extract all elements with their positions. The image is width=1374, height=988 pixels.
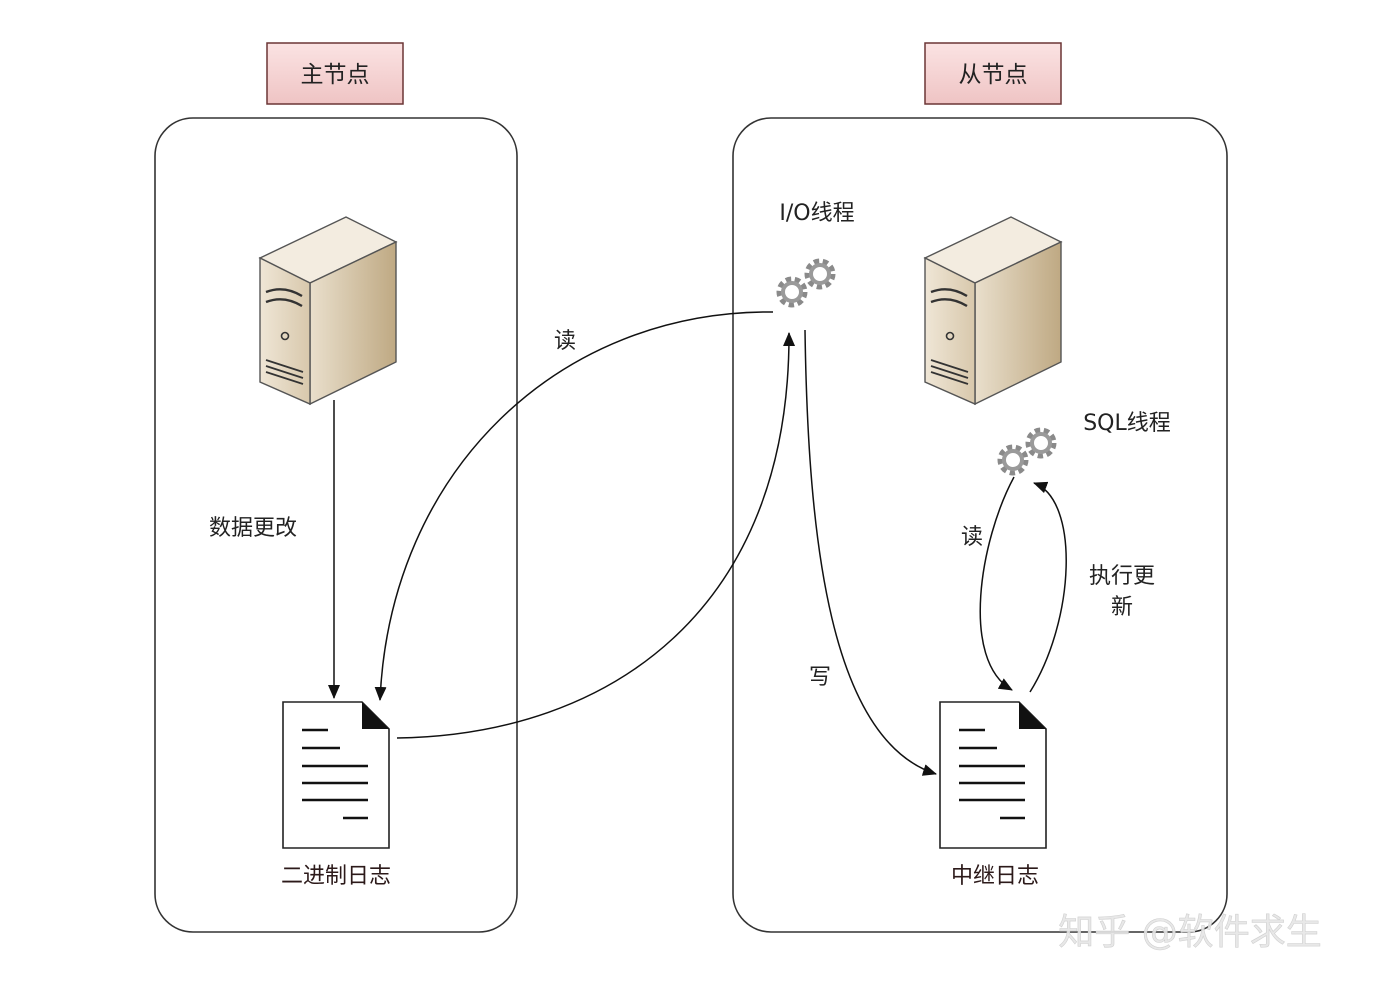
io-thread-label: I/O线程 xyxy=(779,201,854,226)
slave-title: 从节点 xyxy=(959,62,1028,88)
relay-log-caption: 中继日志 xyxy=(951,864,1039,889)
binlog-to-io-arrow xyxy=(396,332,796,739)
io-read-arrow xyxy=(374,311,774,701)
write-relay-arrow xyxy=(804,329,937,776)
binary-log-caption: 二进制日志 xyxy=(281,864,391,889)
execute-update-label-line2: 新 xyxy=(1111,595,1133,620)
binary-log-document-icon xyxy=(282,701,390,849)
watermark: 知乎 @软件求生 xyxy=(1058,912,1321,953)
master-title: 主节点 xyxy=(301,62,370,88)
slave-title-box: 从节点 xyxy=(924,42,1062,105)
sql-thread-gear-icon xyxy=(997,427,1057,476)
execute-update-label-line1: 执行更 xyxy=(1089,564,1155,589)
master-server-icon xyxy=(258,216,398,406)
master-title-box: 主节点 xyxy=(266,42,404,105)
slave-container xyxy=(732,117,1228,933)
slave-read-label: 读 xyxy=(961,525,983,550)
center-read-label: 读 xyxy=(554,329,576,354)
data-change-label: 数据更改 xyxy=(209,516,297,541)
io-thread-gear-icon xyxy=(776,258,836,308)
slave-server-icon xyxy=(923,216,1063,406)
master-container xyxy=(154,117,518,933)
execute-update-arrow xyxy=(1029,481,1067,693)
write-label: 写 xyxy=(809,665,831,690)
relay-log-document-icon xyxy=(939,701,1047,849)
sql-thread-label: SQL线程 xyxy=(1083,411,1171,436)
sql-read-arrow xyxy=(979,476,1015,691)
